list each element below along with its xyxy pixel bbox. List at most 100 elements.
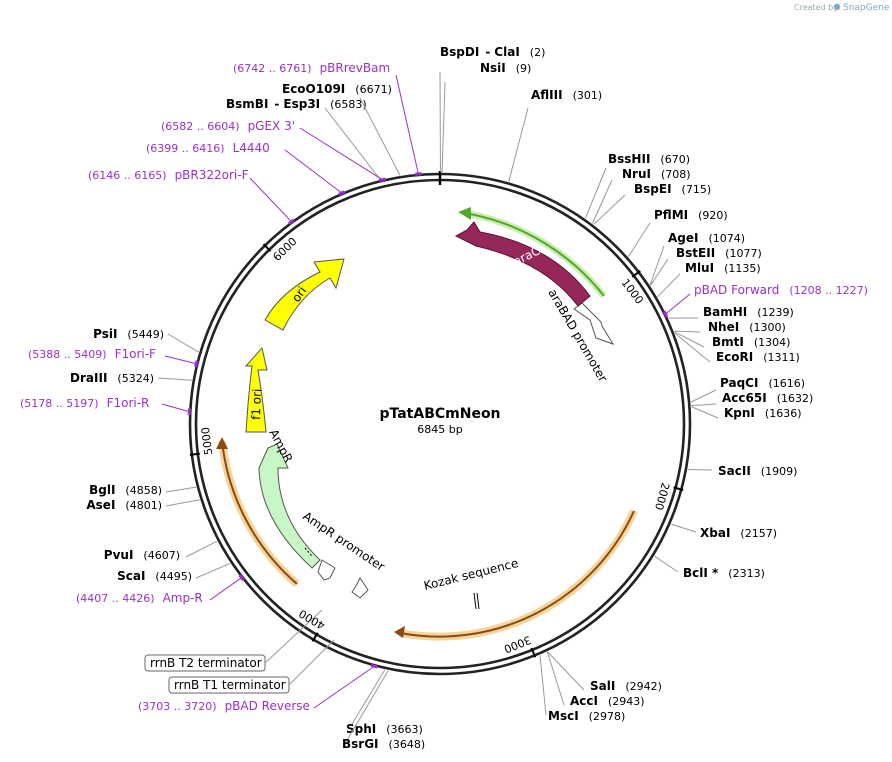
primer-mark [378, 177, 386, 182]
site-leader [654, 555, 679, 573]
feature-arabad-promoter[interactable] [573, 302, 615, 345]
primer-label[interactable]: (6399 .. 6416)L4440 [146, 141, 270, 155]
primer-leader [209, 577, 242, 601]
restriction-site-label[interactable]: Acc65I(1632) [722, 391, 813, 405]
kozak-mark-1 [473, 592, 477, 610]
site-position: (1909) [761, 465, 798, 478]
site-leader [649, 245, 665, 286]
restriction-site-label[interactable]: AseI(4801) [86, 498, 162, 512]
site-position: (1300) [749, 321, 786, 334]
primer-range: (6742 .. 6761) [233, 62, 312, 75]
primer-label[interactable]: (4407 .. 4426)Amp-R [76, 591, 203, 605]
restriction-site-label[interactable]: AflIII(301) [531, 88, 602, 102]
feature-green-arrow-head [458, 207, 471, 220]
restriction-site-label[interactable]: KpnI(1636) [724, 406, 801, 420]
restriction-site-label[interactable]: DraIII(5324) [70, 371, 154, 385]
primer-leader [284, 149, 343, 194]
primer-name: F1ori-F [115, 347, 156, 361]
restriction-site-label[interactable]: BssHII(670) [608, 152, 690, 166]
restriction-site-label[interactable]: SacII(1909) [718, 464, 797, 478]
restriction-site-label[interactable]: NruI(708) [622, 167, 691, 181]
primer-label[interactable]: (5178 .. 5197)F1ori-R [20, 396, 149, 410]
snapgene-logo-icon [833, 3, 841, 11]
site-name: EcoO109I [282, 82, 345, 96]
feature-f1-ori[interactable] [244, 346, 268, 433]
restriction-site-label[interactable]: BmtI(1304) [712, 335, 790, 349]
site-leader [690, 389, 717, 403]
restriction-site-label[interactable]: PaqCI(1616) [720, 376, 805, 390]
restriction-site-label[interactable]: SphI(3663) [346, 722, 423, 736]
primer-leader [164, 355, 197, 365]
site-name: SphI [346, 722, 376, 736]
restriction-site-label[interactable]: NheI(1300) [708, 320, 786, 334]
kozak-mark-2 [476, 592, 480, 610]
primer-mark [194, 360, 199, 368]
primer-range: (6146 .. 6165) [88, 169, 167, 182]
restriction-site-label[interactable]: BspEI(715) [634, 182, 711, 196]
site-position: (2943) [608, 695, 645, 708]
restriction-site-label[interactable]: MscI(2978) [548, 709, 625, 723]
primer-label[interactable]: (6742 .. 6761)pBRrevBam [233, 61, 390, 75]
primer-label[interactable]: (6146 .. 6165)pBR322ori-F [88, 168, 249, 182]
tick-mark [530, 647, 537, 658]
site-position: (6671) [355, 83, 392, 96]
ampr-dots [304, 547, 313, 557]
site-name: NruI [622, 167, 651, 181]
restriction-site-label[interactable]: PflMI(920) [654, 208, 728, 222]
restriction-site-label[interactable]: EcoRI(1311) [716, 350, 800, 364]
site-name: MscI [548, 709, 579, 723]
restriction-site-label[interactable]: BglI(4858) [89, 483, 162, 497]
site-name: XbaI [700, 526, 730, 540]
primer-label[interactable]: (5388 .. 5409)F1ori-F [28, 347, 156, 361]
primer-mark [415, 172, 422, 176]
primer-label[interactable]: (3703 .. 3720)pBAD Reverse [138, 699, 310, 713]
site-leader [584, 167, 607, 219]
restriction-site-label[interactable]: BsmBI-Esp3I(6583) [226, 97, 367, 111]
primer-label[interactable]: (6582 .. 6604)pGEX 3' [161, 119, 295, 133]
restriction-site-label[interactable]: BsrGI(3648) [342, 737, 425, 751]
restriction-site-label[interactable]: PsiI(5449) [93, 327, 164, 341]
site-leader [157, 377, 192, 381]
site-position: (1239) [757, 306, 794, 319]
primer-label[interactable]: pBAD Forward(1208 .. 1227) [694, 283, 868, 297]
restriction-site-label[interactable]: EcoO109I (6671) [282, 82, 392, 96]
restriction-site-label[interactable]: MluI(1135) [685, 261, 761, 275]
restriction-site-label[interactable]: BamHI(1239) [703, 305, 794, 319]
site-name: ScaI [117, 569, 145, 583]
feature-arac[interactable] [454, 221, 591, 307]
feature-ori[interactable] [264, 258, 345, 331]
restriction-site-label[interactable]: PvuI(4607) [104, 548, 180, 562]
site-leader [351, 669, 386, 725]
restriction-site-label[interactable]: ScaI(4495) [117, 569, 192, 583]
site-name: PsiI [93, 327, 117, 341]
site-name: BclI * [683, 566, 719, 580]
restriction-site-label[interactable]: AgeI(1074) [668, 231, 745, 245]
plasmid-length: 6845 bp [417, 423, 462, 436]
restriction-site-label[interactable]: NsiI(9) [480, 61, 531, 75]
site-leader [691, 406, 719, 419]
primer-mark [338, 190, 346, 196]
site-position: (5324) [117, 372, 154, 385]
primer-range: (5178 .. 5197) [20, 397, 99, 410]
site-leader [195, 562, 231, 579]
restriction-site-label[interactable]: BstEII(1077) [676, 246, 762, 260]
feature-ampr[interactable] [258, 443, 321, 569]
feature-terminator-arrow[interactable] [351, 577, 369, 599]
rrnb-t1-label: rrnB T1 terminator [174, 678, 286, 692]
feature-ampr-promoter[interactable] [317, 559, 336, 581]
primer-name: Amp-R [163, 591, 203, 605]
site-position: (670) [660, 153, 690, 166]
site-name: AseI [86, 498, 115, 512]
restriction-site-label[interactable]: AccI(2943) [570, 694, 645, 708]
site-name: BsmBI [226, 97, 268, 111]
primer-name: pBAD Reverse [225, 699, 310, 713]
site-leader [627, 222, 651, 257]
restriction-site-label[interactable]: XbaI(2157) [700, 526, 777, 540]
primer-leader [665, 293, 691, 315]
restriction-site-label[interactable]: BclI *(2313) [683, 566, 765, 580]
site-leader [345, 670, 389, 743]
restriction-site-label[interactable]: SalI(2942) [590, 679, 662, 693]
site-leader [165, 499, 200, 507]
restriction-site-label[interactable]: BspDI-ClaI(2) [440, 45, 545, 59]
site-leader [592, 179, 613, 224]
